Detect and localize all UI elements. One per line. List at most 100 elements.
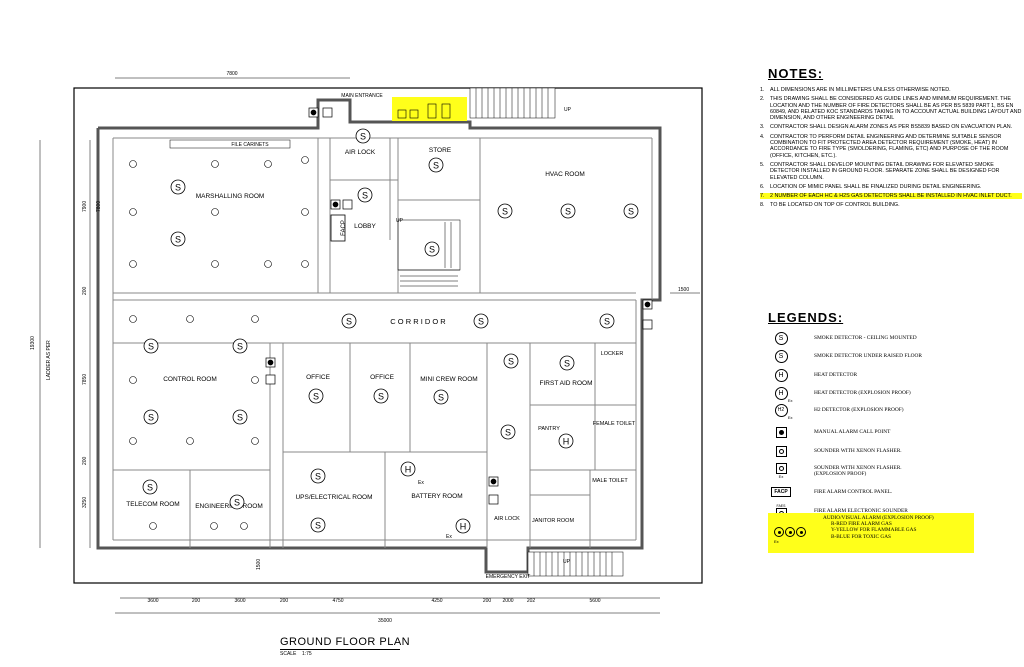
note-number: 4.: [760, 133, 765, 140]
av-alarm-line: Y-YELLOW FOR FLAMMABLE GAS: [831, 527, 917, 534]
drawing-border: [73, 87, 703, 584]
room-janitor: JANITOR ROOM: [532, 518, 574, 524]
note-number: 1.: [760, 87, 765, 93]
room-labels: MARSHALLING ROOM AIR LOCK STORE HVAC ROO…: [126, 147, 636, 524]
note-text: CONTRACTOR TO PERFORM DETAIL ENGINEERING…: [770, 133, 1009, 159]
smoke-detector-icon: S: [170, 231, 186, 247]
svg-text:S: S: [429, 245, 435, 255]
dim-b4: 200: [280, 598, 289, 604]
note-text: THIS DRAWING SHALL BE CONSIDERED AS GUID…: [770, 96, 1022, 122]
svg-text:S: S: [175, 183, 181, 193]
smoke-detector-icon: S: [232, 409, 248, 425]
ex-label: Ex: [418, 480, 424, 486]
note-text: ALL DIMENSIONS ARE IN MILLIMETERS UNLESS…: [770, 87, 951, 93]
dim-left-g2: 200: [82, 456, 88, 465]
av-alarm-icon: [774, 527, 806, 537]
smoke-detector-icon: S: [229, 494, 245, 510]
smoke-detector-icon: S: [433, 389, 449, 405]
inner-walls: [112, 137, 653, 548]
room-control: CONTROL ROOM: [163, 376, 217, 383]
room-locker: LOCKER: [601, 351, 624, 357]
ladder-label: LADDER AS PER: [46, 340, 52, 380]
ground-floor-plan: MARSHALLING ROOM AIR LOCK STORE HVAC ROO…: [30, 71, 703, 624]
smoke-detector-icon: S: [503, 353, 519, 369]
svg-text:H: H: [405, 465, 412, 475]
notes-title: NOTES:: [768, 66, 824, 81]
svg-text:S: S: [148, 342, 154, 352]
svg-text:S: S: [313, 392, 319, 402]
room-mini-crew: MINI CREW ROOM: [420, 376, 477, 383]
heat-detector-icon: H: [558, 433, 574, 449]
svg-text:S: S: [604, 317, 610, 327]
legend-text: SMOKE DETECTOR - CEILING MOUNTED: [814, 335, 917, 341]
dim-b1: 3600: [147, 598, 158, 604]
note-item: 2. THIS DRAWING SHALL BE CONSIDERED AS GU…: [760, 96, 1022, 121]
dim-left-1: 7900: [82, 201, 88, 212]
room-office-2: OFFICE: [370, 374, 394, 381]
dim-b5: 4750: [332, 598, 343, 604]
dim-b10: 5600: [589, 598, 600, 604]
call-points: [265, 107, 653, 505]
note-text: LOCATION OF MIMIC PANEL SHALL BE FINALIZ…: [770, 183, 982, 190]
legends-title: LEGENDS:: [768, 310, 844, 325]
svg-text:S: S: [234, 498, 240, 508]
legend-text: FIRE ALARM ELECTRONIC SOUNDER: [814, 508, 908, 514]
sounder-xenon-ex-icon: [775, 463, 787, 474]
sounder-xenon-icon: [642, 319, 653, 330]
svg-text:S: S: [237, 342, 243, 352]
file-cabinets-label: FILE CARINETS: [231, 142, 269, 148]
svg-text:S: S: [378, 392, 384, 402]
note-number: 2.: [760, 96, 765, 103]
note-text: 2 NUMBER OF EACH HC & H2S GAS DETECTORS …: [770, 193, 1012, 200]
sounder-xenon-icon: [775, 445, 787, 457]
legend-row: SOUNDER WITH XENON FLASHER.: [770, 443, 902, 459]
av-alarm-line: R-RED FIRE ALARM GAS: [831, 521, 892, 528]
note-number: 5.: [760, 161, 765, 168]
smoke-detector-icon: S: [373, 388, 389, 404]
legend-text: HEAT DETECTOR (EXPLOSION PROOF): [814, 390, 911, 396]
dim-b3: 3600: [234, 598, 245, 604]
note-text: CONTRACTOR SHALL DEVELOP MOUNTING DETAIL…: [770, 161, 1000, 181]
svg-text:S: S: [508, 357, 514, 367]
note-number: 8.: [760, 202, 765, 209]
room-corridor: C O R R I D O R: [390, 317, 446, 326]
gas-detector-area: [392, 97, 467, 121]
smoke-detector-icon: S: [142, 479, 158, 495]
room-office-1: OFFICE: [306, 374, 330, 381]
smoke-detector-icon: S: [560, 203, 576, 219]
note-item-highlighted: 7.2 NUMBER OF EACH HC & H2S GAS DETECTOR…: [760, 193, 1022, 200]
room-engineering: ENGINEERING ROOM: [195, 503, 263, 510]
svg-text:S: S: [148, 413, 154, 423]
gas-detectors: [397, 103, 451, 119]
dimension-texts: 7800 19300 7900 200 7850 200 3250 7800 1…: [30, 71, 689, 624]
svg-text:H: H: [460, 522, 467, 532]
main-entrance-label: MAIN ENTRANCE: [341, 93, 383, 99]
room-marshalling: MARSHALLING ROOM: [196, 193, 265, 200]
note-item: 3.CONTRACTOR SHALL DESIGN ALARM ZONES AS…: [760, 124, 1022, 130]
smoke-detector-icon: S: [355, 128, 371, 144]
stair-up-label-lobby: UP: [396, 218, 404, 224]
notes-list: 1. ALL DIMENSIONS ARE IN MILLIMETERS UNLE…: [760, 87, 1022, 209]
heat-detectors: H H H: [400, 433, 574, 534]
room-lobby: LOBBY: [354, 223, 376, 230]
smoke-detector-icon: S: [473, 313, 489, 329]
note-item: 5. CONTRACTOR SHALL DEVELOP MOUNTING DETA…: [760, 162, 1022, 181]
dim-b8: 2000: [502, 598, 513, 604]
ex-marks: Ex Ex: [418, 480, 452, 540]
note-number: 6.: [760, 183, 765, 190]
sounder-xenon-icon: [488, 494, 499, 505]
svg-text:S: S: [360, 132, 366, 142]
svg-text:S: S: [315, 521, 321, 531]
note-item: 1. ALL DIMENSIONS ARE IN MILLIMETERS UNLE…: [760, 87, 1022, 93]
svg-text:S: S: [505, 428, 511, 438]
room-female-toilet: FEMALE TOILET: [593, 421, 636, 427]
drawing-scale: SCALE 1:75: [280, 651, 410, 657]
smoke-detector-icon: S: [559, 355, 575, 371]
file-cabinets: [169, 139, 291, 149]
smoke-detector-icon: S: [341, 313, 357, 329]
room-hvac: HVAC ROOM: [545, 171, 585, 178]
legend-text: HEAT DETECTOR: [814, 372, 858, 378]
